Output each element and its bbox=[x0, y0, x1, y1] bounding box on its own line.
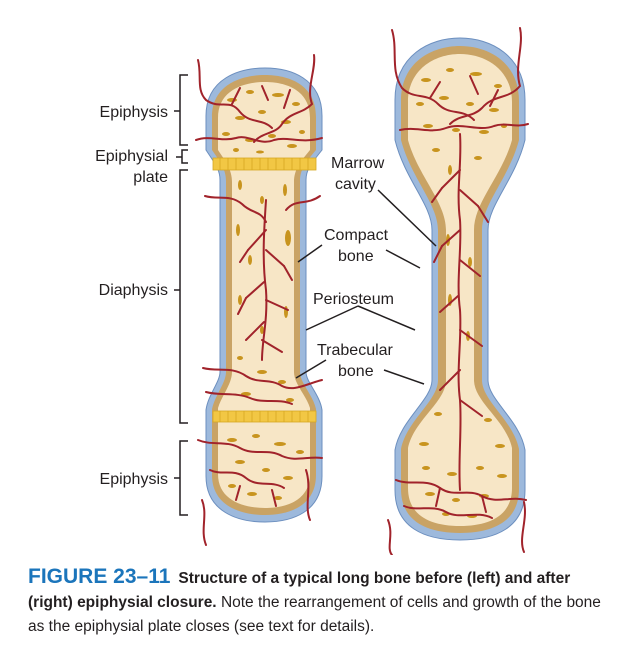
pointer-periosteum-left bbox=[305, 305, 359, 331]
left-bone bbox=[195, 54, 323, 546]
pointer-trabecular-left bbox=[295, 359, 327, 379]
right-blood-vessels bbox=[387, 27, 529, 555]
label-trabecular-bone-line1: Trabecular bbox=[317, 342, 394, 359]
bracket-epiphysial-plate bbox=[176, 149, 188, 164]
bracket-epiphysis-bottom bbox=[174, 440, 188, 516]
left-lower-epiphysial-plate bbox=[212, 410, 317, 423]
pointer-lines bbox=[295, 189, 437, 385]
label-compact-bone-line2: bone bbox=[338, 248, 374, 265]
label-periosteum: Periosteum bbox=[313, 291, 394, 308]
pointer-periosteum-right bbox=[357, 305, 416, 331]
right-bone bbox=[387, 27, 529, 555]
left-blood-vessels bbox=[195, 54, 323, 546]
label-marrow-cavity-line1: Marrow bbox=[331, 155, 385, 172]
pointer-compact-bone-right bbox=[385, 249, 421, 269]
bone-diagram: Epiphysis Epiphysial plate Diaphysis Epi… bbox=[95, 27, 529, 555]
left-trabecular-speckles bbox=[222, 90, 305, 500]
bracket-epiphysis-top bbox=[174, 74, 188, 146]
label-trabecular-bone-line2: bone bbox=[338, 363, 374, 380]
figure-title: Structure of a typical long bone before … bbox=[28, 570, 571, 611]
label-compact-bone-line1: Compact bbox=[324, 227, 389, 244]
pointer-marrow-cavity bbox=[377, 189, 437, 247]
label-epiphysial-plate-line1: Epiphysial bbox=[95, 148, 168, 165]
label-epiphysis-bottom: Epiphysis bbox=[100, 471, 168, 488]
label-marrow-cavity-line2: cavity bbox=[335, 176, 376, 193]
pointer-compact-bone-left bbox=[297, 244, 323, 263]
bracket-diaphysis bbox=[174, 169, 188, 424]
label-epiphysis-top: Epiphysis bbox=[100, 104, 168, 121]
right-bone-marrow bbox=[408, 54, 512, 526]
label-epiphysial-plate-line2: plate bbox=[133, 169, 168, 186]
left-brackets bbox=[174, 74, 188, 516]
left-upper-epiphysial-plate bbox=[212, 157, 317, 171]
pointer-trabecular-right bbox=[383, 369, 425, 385]
figure-number: FIGURE 23–11 bbox=[28, 565, 171, 588]
figure-caption-body: Note the rearrangement of cells and grow… bbox=[28, 594, 601, 635]
label-diaphysis: Diaphysis bbox=[99, 282, 168, 299]
